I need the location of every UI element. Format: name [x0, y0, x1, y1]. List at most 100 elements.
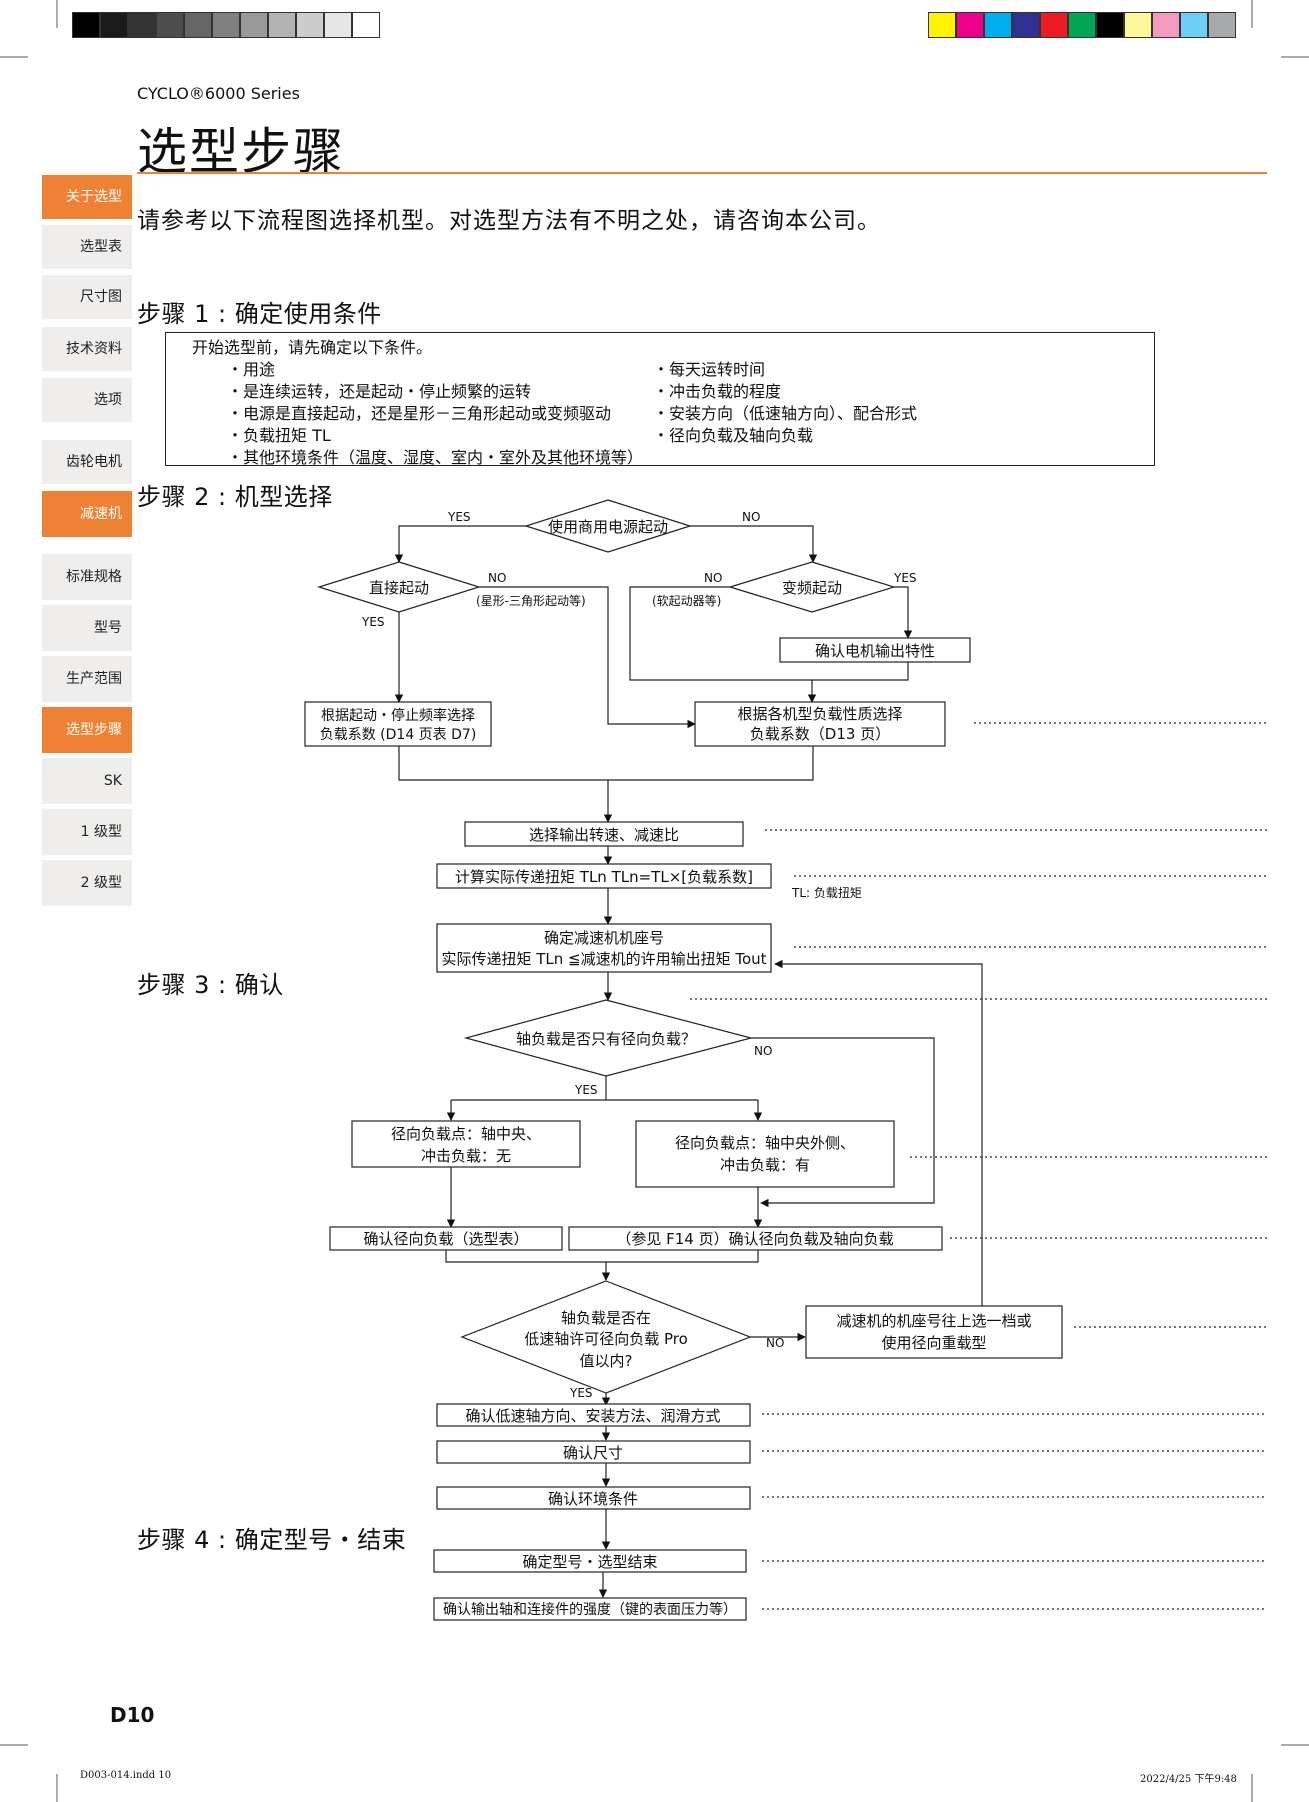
- decision-power-text: 使用商用电源起动: [548, 518, 668, 536]
- series-label: CYCLO®6000 Series: [137, 84, 300, 103]
- finish-text: 确定型号・选型结束: [522, 1553, 657, 1571]
- swatch: [1096, 12, 1124, 38]
- decision-direct-text: 直接起动: [369, 579, 429, 597]
- sidebar-item-label: 关于选型: [66, 189, 122, 205]
- swatch: [352, 12, 380, 38]
- decision-within-text: 轴负载是否在: [561, 1309, 651, 1327]
- conditions-intro: 开始选型前，请先确定以下条件。: [192, 338, 433, 357]
- soft-starter-note: (软起动器等): [652, 594, 721, 608]
- motor-output-box: [779, 637, 971, 663]
- check-radial-axial-text: （参见 F14 页）确认径向负载及轴向负载: [616, 1230, 893, 1248]
- decision-inverter-text: 变频起动: [782, 579, 842, 597]
- calc-torque-box: [436, 863, 772, 889]
- step1-heading: 步骤 1 : 确定使用条件: [137, 300, 382, 328]
- no-label: NO: [704, 571, 722, 585]
- yes-label: YES: [361, 615, 385, 629]
- radial-center-text: 冲击负载：无: [421, 1147, 511, 1165]
- swatch: [72, 12, 100, 38]
- decision-within-text: 低速轴许可径向负载 Pro: [524, 1330, 688, 1348]
- select-speed-box: [464, 821, 744, 847]
- page-title: 选型步骤: [137, 123, 345, 181]
- leader-lines: [690, 722, 1267, 1610]
- sidebar-item-options[interactable]: 选项: [42, 378, 132, 422]
- factor-start-box: [304, 701, 492, 747]
- swatch: [324, 12, 352, 38]
- radial-center-box: [351, 1120, 581, 1168]
- title-rule: [137, 172, 1267, 174]
- sidebar-item-label: 选项: [94, 392, 122, 408]
- swatch: [268, 12, 296, 38]
- factor-load-text: 负载系数（D13 页）: [750, 725, 890, 743]
- sidebar-item-label: 选型表: [80, 239, 122, 255]
- decision-inverter-diamond: [727, 561, 897, 613]
- frame-size-text: 确定减速机机座号: [544, 929, 664, 947]
- swatch: [1012, 12, 1040, 38]
- sidebar-item-label: 标准规格: [66, 569, 122, 585]
- sidebar-item-single-stage[interactable]: 1 级型: [42, 809, 132, 855]
- condition-item: ・安装方向（低速轴方向）、配合形式: [653, 404, 918, 423]
- intro-text: 请参考以下流程图选择机型。对选型方法有不明之处，请咨询本公司。: [137, 208, 881, 234]
- check-radial-axial-box: [568, 1226, 943, 1251]
- factor-load-box: [694, 701, 946, 747]
- sidebar-item-sk[interactable]: SK: [42, 758, 132, 804]
- sidebar-item-reducer[interactable]: 减速机: [42, 491, 132, 537]
- page-number: D10: [110, 1703, 155, 1727]
- swatch: [1208, 12, 1236, 38]
- swatch: [1180, 12, 1208, 38]
- yes-label: YES: [574, 1083, 598, 1097]
- no-label: NO: [754, 1044, 772, 1058]
- step3-heading: 步骤 3 : 确认: [137, 971, 284, 999]
- sidebar-item-label: 技术资料: [66, 341, 122, 357]
- check-dimension-box: [436, 1440, 751, 1464]
- sidebar-item-label: 减速机: [80, 506, 122, 522]
- check-environment-text: 确认环境条件: [548, 1490, 638, 1508]
- sidebar-item-label: 1 级型: [80, 824, 122, 840]
- date-slug: 2022/4/25 下午9:48: [1140, 1774, 1237, 1785]
- sidebar-item-label: 齿轮电机: [66, 454, 122, 470]
- sidebar-item-about-selection[interactable]: 关于选型: [42, 175, 132, 219]
- yes-label: YES: [569, 1386, 593, 1400]
- sidebar-item-selection-table[interactable]: 选型表: [42, 225, 132, 269]
- upsize-text: 减速机的机座号往上选一档或: [836, 1312, 1031, 1330]
- swatch: [184, 12, 212, 38]
- sidebar-item-dimensions[interactable]: 尺寸图: [42, 275, 132, 319]
- radial-outside-text: 冲击负载：有: [720, 1156, 810, 1174]
- sidebar-item-double-stage[interactable]: 2 级型: [42, 860, 132, 906]
- frame-size-box: [436, 923, 772, 973]
- check-shaft-text: 确认输出轴和连接件的强度（键的表面压力等）: [443, 1601, 737, 1618]
- check-radial-text: 确认径向负载（选型表）: [363, 1230, 528, 1248]
- calc-torque-text: 计算实际传递扭矩 TLn TLn=TL×[负载系数]: [455, 868, 753, 886]
- condition-item: ・每天运转时间: [653, 360, 766, 379]
- finish-box: [433, 1549, 747, 1573]
- sidebar-item-standard-spec[interactable]: 标准规格: [42, 554, 132, 600]
- sidebar-item-label: SK: [103, 773, 122, 789]
- swatch: [928, 12, 956, 38]
- swatch: [956, 12, 984, 38]
- check-shaft-box: [433, 1597, 747, 1621]
- sidebar-item-model[interactable]: 型号: [42, 605, 132, 651]
- radial-center-text: 径向负载点：轴中央、: [391, 1125, 541, 1143]
- file-slug: D003-014.indd 10: [80, 1770, 172, 1781]
- condition-item: ・径向负载及轴向负载: [653, 426, 814, 445]
- torque-note: TL: 负载扭矩: [791, 886, 862, 900]
- sidebar-item-gear-motor[interactable]: 齿轮电机: [42, 440, 132, 484]
- swatch: [212, 12, 240, 38]
- sidebar-item-technical[interactable]: 技术资料: [42, 327, 132, 371]
- condition-item: ・用途: [227, 360, 276, 379]
- sidebar-item-selection-steps[interactable]: 选型步骤: [42, 707, 132, 753]
- factor-start-text: 负载系数 (D14 页表 D7): [320, 727, 477, 743]
- check-dimension-text: 确认尺寸: [563, 1444, 623, 1462]
- swatch: [1040, 12, 1068, 38]
- sidebar-item-label: 2 级型: [80, 875, 122, 891]
- sidebar-item-production-range[interactable]: 生产范围: [42, 656, 132, 702]
- factor-start-text: 根据起动・停止频率选择: [321, 707, 475, 724]
- conditions-box: [165, 332, 1155, 466]
- sidebar-item-label: 选型步骤: [66, 722, 122, 738]
- swatch: [128, 12, 156, 38]
- condition-item: ・其他环境条件（温度、湿度、室内・室外及其他环境等）: [227, 448, 644, 467]
- condition-item: ・电源是直接起动，还是星形－三角形起动或变频驱动: [227, 404, 612, 423]
- condition-item: ・是连续运转，还是起动・停止频繁的运转: [227, 382, 532, 401]
- swatch: [1124, 12, 1152, 38]
